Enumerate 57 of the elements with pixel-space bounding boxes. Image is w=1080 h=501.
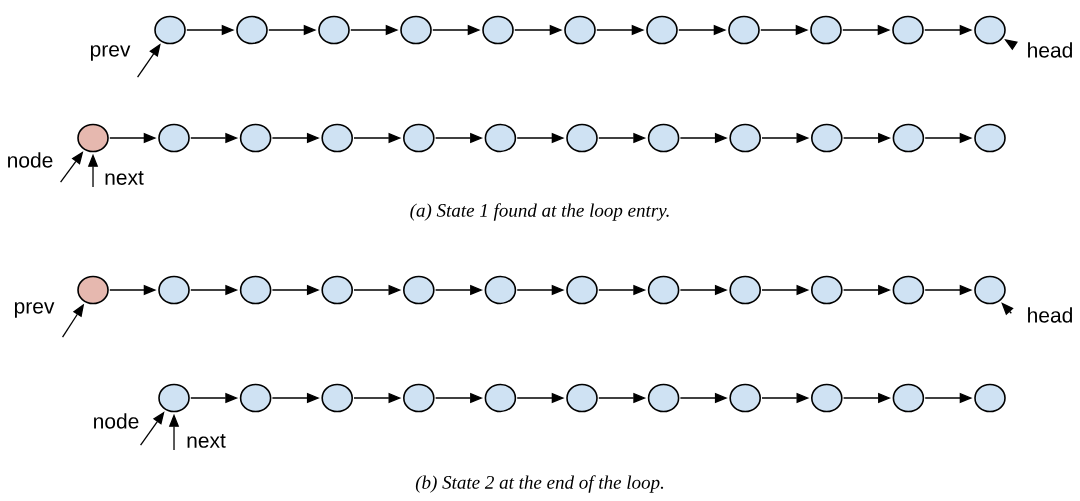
- list-node-ellipse: [646, 15, 678, 45]
- pointer-label: head: [1028, 307, 1072, 323]
- list-node-ellipse: [647, 123, 680, 153]
- pointer-label: prev: [14, 302, 55, 318]
- pointer-arrow: [1001, 302, 1014, 316]
- list-node-ellipse: [321, 383, 353, 413]
- pointer-label: next: [105, 171, 144, 185]
- list-node-ellipse: [77, 275, 109, 305]
- list-node-ellipse: [484, 275, 517, 305]
- list-node-ellipse: [239, 275, 272, 305]
- list-node-ellipse: [236, 15, 268, 45]
- list-node-ellipse: [974, 275, 1006, 305]
- list-node-ellipse: [484, 123, 517, 153]
- list-node-ellipse: [154, 15, 186, 45]
- pointer-label: head: [1028, 42, 1072, 58]
- list-node-ellipse: [811, 123, 843, 153]
- list-node-ellipse: [729, 123, 761, 153]
- pointer-label: node: [94, 413, 139, 429]
- list-node-ellipse: [892, 123, 925, 153]
- list-node-ellipse: [158, 275, 190, 305]
- list-node-ellipse: [811, 275, 843, 305]
- list-node-ellipse: [239, 123, 272, 153]
- list-node-ellipse: [892, 15, 924, 45]
- list-node-ellipse: [974, 383, 1006, 413]
- list-node-ellipse: [566, 383, 598, 413]
- list-node-ellipse: [810, 15, 842, 45]
- caption: (b) State 2 at the end of the loop.: [415, 475, 664, 493]
- pointer-label: next: [187, 434, 226, 448]
- list-node-ellipse: [403, 383, 435, 413]
- list-node-ellipse: [484, 383, 517, 413]
- list-node-ellipse: [403, 123, 435, 153]
- list-node-ellipse: [400, 15, 432, 45]
- list-node-ellipse: [564, 15, 596, 45]
- list-node-ellipse: [729, 275, 761, 305]
- list-node-ellipse: [892, 383, 925, 413]
- list-node-ellipse: [892, 275, 925, 305]
- caption: (a) State 1 found at the loop entry.: [410, 203, 669, 221]
- list-node-ellipse: [318, 15, 350, 45]
- list-node-ellipse: [321, 123, 353, 153]
- list-node-ellipse: [728, 15, 760, 45]
- pointer-label: prev: [90, 45, 131, 61]
- list-node-ellipse: [566, 275, 598, 305]
- pointer-label: node: [8, 152, 53, 168]
- list-node-ellipse: [647, 383, 680, 413]
- list-node-ellipse: [974, 15, 1006, 45]
- list-node-ellipse: [158, 123, 190, 153]
- list-node-ellipse: [403, 275, 435, 305]
- list-node-ellipse: [974, 123, 1006, 153]
- list-node-ellipse: [77, 123, 109, 153]
- list-node-ellipse: [811, 383, 843, 413]
- list-node-ellipse: [482, 15, 514, 45]
- list-node-ellipse: [158, 383, 190, 413]
- list-node-ellipse: [729, 383, 761, 413]
- list-node-ellipse: [321, 275, 353, 305]
- list-node-ellipse: [239, 383, 272, 413]
- list-node-ellipse: [566, 123, 598, 153]
- list-node-ellipse: [647, 275, 680, 305]
